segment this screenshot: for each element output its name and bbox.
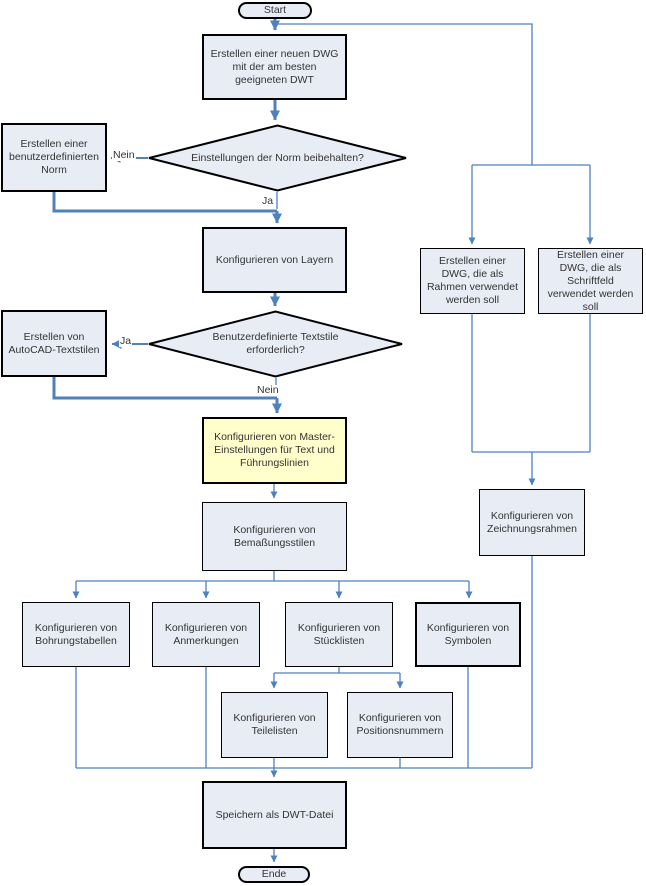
- process-anmerkungen: Konfigurieren von Anmerkungen: [152, 602, 260, 667]
- process-master-text-highlighted: Konfigurieren von Master-Einstellungen f…: [202, 417, 347, 484]
- process-zeichnungsrahmen: Konfigurieren von Zeichnungsrahmen: [479, 489, 585, 556]
- process-custom-norm: Erstellen einer benutzerdefinierten Norm: [1, 123, 107, 192]
- process-bohrungstabellen: Konfigurieren von Bohrungstabellen: [22, 602, 130, 667]
- decision-textstile-label: Benutzerdefinierte Textstile erforderlic…: [212, 331, 339, 356]
- edge-label-textstile-nein: Nein: [256, 384, 280, 396]
- ende-terminal: Ende: [238, 866, 310, 883]
- decision-norm-beibehalten: Einstellungen der Norm beibehalten?: [148, 124, 407, 192]
- edge-label-textstile-ja: Ja: [119, 335, 133, 347]
- decision-norm-label: Einstellungen der Norm beibehalten?: [191, 151, 364, 164]
- edge-label-norm-nein: Nein: [112, 149, 136, 161]
- process-bemassungsstile: Konfigurieren von Bemaßungsstilen: [202, 502, 347, 571]
- process-layern: Konfigurieren von Layern: [202, 227, 347, 293]
- decision-textstile-erforderlich: Benutzerdefinierte Textstile erforderlic…: [148, 310, 403, 378]
- edge-label-norm-ja: Ja: [261, 195, 275, 207]
- process-stuecklisten: Konfigurieren von Stücklisten: [285, 602, 393, 667]
- process-schriftfeld-dwg: Erstellen einer DWG, die als Schriftfeld…: [538, 248, 643, 314]
- process-teilelisten: Konfigurieren von Teilelisten: [221, 692, 328, 758]
- process-speichern-dwt: Speichern als DWT-Datei: [202, 781, 347, 849]
- process-rahmen-dwg: Erstellen einer DWG, die als Rahmen verw…: [420, 248, 525, 314]
- process-new-dwg: Erstellen einer neuen DWG mit der am bes…: [202, 34, 347, 100]
- process-symbole: Konfigurieren von Symbolen: [415, 602, 521, 667]
- start-terminal: Start: [238, 2, 312, 19]
- process-autocad-textstile: Erstellen von AutoCAD-Textstilen: [1, 310, 107, 377]
- process-positionsnummern: Konfigurieren von Positionsnummern: [347, 692, 453, 758]
